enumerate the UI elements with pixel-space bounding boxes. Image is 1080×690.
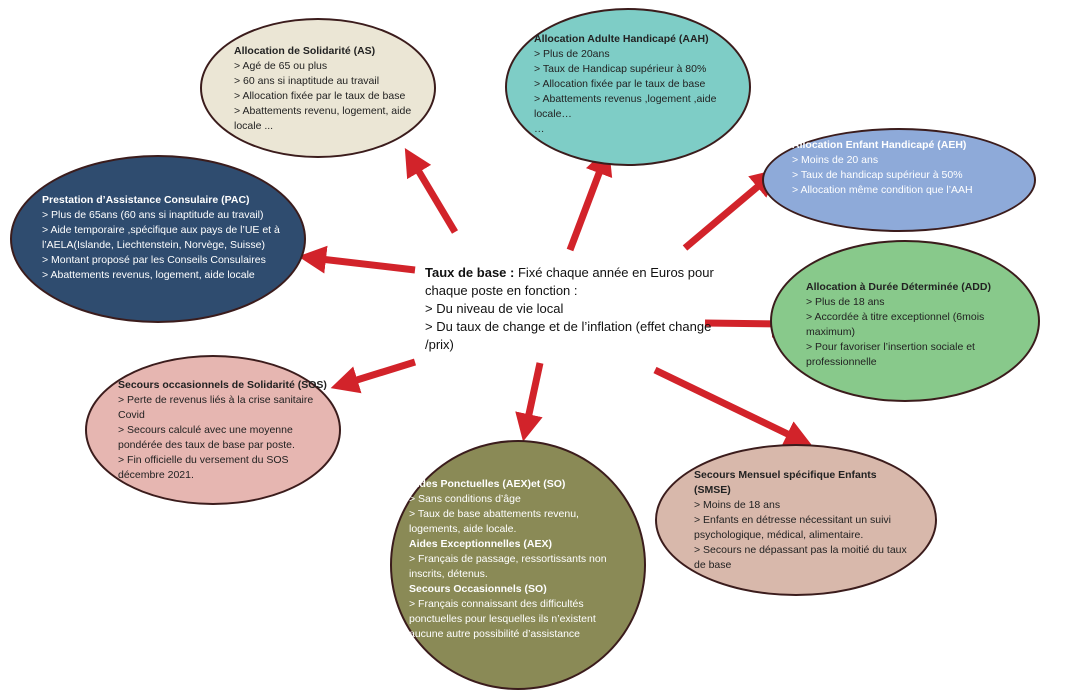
arrow [515, 362, 544, 442]
node-line: > Moins de 20 ans [792, 154, 879, 166]
node-title: Prestation d’Assistance Consulaire (PAC) [42, 194, 250, 206]
node-text-ap: Aides Ponctuelles (AEX)et (SO) > Sans con… [409, 477, 624, 642]
node-title: Allocation à Durée Déterminée (ADD) [806, 281, 991, 293]
node-line: > Taux de base abattements revenu, logem… [409, 508, 579, 535]
taux-de-base-text: Taux de base : Fixé chaque année en Euro… [425, 264, 725, 354]
node-line: > Accordée à titre exceptionnel (6mois m… [806, 311, 985, 338]
node-title: Allocation Enfant Handicapé (AEH) [792, 139, 967, 151]
node-line: > Pour favoriser l’insertion sociale et … [806, 341, 975, 368]
node-text-sos: Secours occasionnels de Solidarité (SOS)… [118, 378, 328, 483]
ellipse-aeh [762, 128, 1036, 232]
center-desc: Fixé chaque année en Euros pour chaque p… [425, 265, 714, 298]
node-line: > Secours calculé avec une moyenne pondé… [118, 424, 295, 451]
node-line: … [534, 123, 545, 135]
node-line: > 60 ans si inaptitude au travail [234, 75, 380, 87]
node-line: > Allocation fixée par le taux de base [534, 78, 706, 90]
arrow [298, 245, 416, 274]
node-title: Allocation Adulte Handicapé (AAH) [534, 33, 709, 45]
node-line: > Moins de 18 ans [694, 499, 781, 511]
node-line: > Fin officielle du versement du SOS déc… [118, 454, 289, 481]
node-line: > Abattements revenu, logement, aide loc… [234, 105, 412, 132]
ellipse-sos [85, 355, 341, 505]
node-text-add: Allocation à Durée Déterminée (ADD) > Plu… [806, 280, 1006, 370]
arrows-layer [298, 146, 813, 447]
node-line: > Taux de handicap supérieur à 50% [792, 169, 963, 181]
node-line: > Sans conditions d’âge [409, 493, 521, 505]
ellipse-pac [10, 155, 306, 323]
node-line: > Abattements revenus ,logement ,aide lo… [534, 93, 717, 120]
node-line: > Secours ne dépassant pas la moitié du … [694, 544, 907, 571]
ellipse-add [770, 240, 1040, 402]
node-line: > Enfants en détresse nécessitant un sui… [694, 514, 891, 541]
node-subtitle: Secours Occasionnels (SO) [409, 583, 547, 595]
node-title: Allocation de Solidarité (AS) [234, 45, 376, 57]
ellipse-as [200, 18, 436, 158]
node-text-aeh: Allocation Enfant Handicapé (AEH) > Moins… [792, 138, 1012, 198]
node-line: > Français de passage, ressortissants no… [409, 553, 607, 580]
node-title: Aides Ponctuelles (AEX)et (SO) [409, 478, 566, 490]
arrow [653, 366, 813, 447]
node-title: Secours occasionnels de Solidarité (SOS) [118, 379, 327, 391]
arrow [330, 358, 417, 394]
node-line: > Abattements revenus, logement, aide lo… [42, 269, 255, 281]
node-line: > Français connaissant des difficultés p… [409, 598, 596, 640]
node-line: > Aide temporaire ,spécifique aux pays d… [42, 224, 280, 251]
node-text-aah: Allocation Adulte Handicapé (AAH) > Plus … [534, 32, 744, 137]
node-line: > Plus de 18 ans [806, 296, 885, 308]
ellipse-smse [655, 444, 937, 596]
node-line: > Plus de 65ans (60 ans si inaptitude au… [42, 209, 264, 221]
node-subtitle: Aides Exceptionnelles (AEX) [409, 538, 552, 550]
center-title: Taux de base : [425, 265, 515, 280]
node-line: > Perte de revenus liés à la crise sanit… [118, 394, 314, 421]
node-text-pac: Prestation d’Assistance Consulaire (PAC)… [42, 193, 292, 283]
node-line: > Plus de 20ans [534, 48, 610, 60]
node-line: > Allocation fixée par le taux de base [234, 90, 406, 102]
center-item: > Du niveau de vie local [425, 301, 564, 316]
node-line: > Montant proposé par les Conseils Consu… [42, 254, 266, 266]
node-line: > Taux de Handicap supérieur à 80% [534, 63, 707, 75]
node-line: > Agé de 65 ou plus [234, 60, 328, 72]
node-line: > Allocation même condition que l’AAH [792, 184, 973, 196]
ellipse-aah [505, 8, 751, 166]
node-text-smse: Secours Mensuel spécifique Enfants (SMSE… [694, 468, 914, 573]
node-title: Secours Mensuel spécifique Enfants (SMSE… [694, 469, 877, 496]
center-item: > Du taux de change et de l’inflation (e… [425, 319, 712, 352]
arrow [404, 147, 459, 234]
node-text-as: Allocation de Solidarité (AS) > Agé de 65… [234, 44, 424, 134]
arrow [566, 146, 613, 252]
arrow [682, 168, 779, 251]
